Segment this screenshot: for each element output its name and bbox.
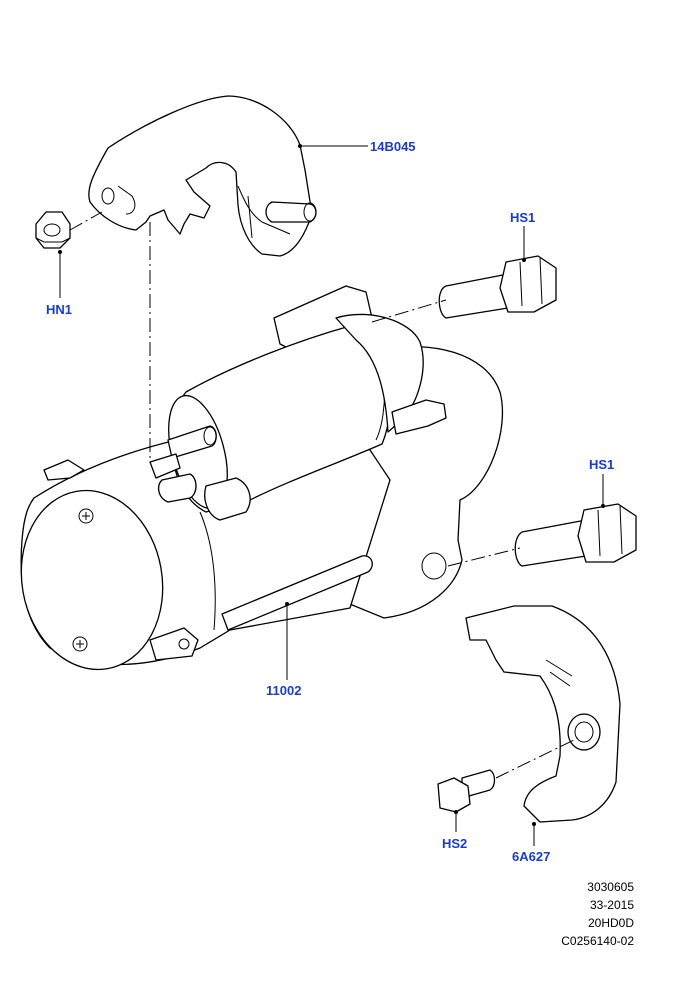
- callout-hs1-lower: HS1: [589, 457, 615, 472]
- reference-line-4: C0256140-02: [561, 934, 634, 948]
- callout-hs1-upper: HS1: [510, 210, 536, 225]
- starter-motor: [20, 285, 504, 671]
- flange-screw: [437, 769, 496, 813]
- upper-bolt: [438, 255, 557, 319]
- leader-lines: [58, 144, 605, 846]
- flange-nut: [35, 211, 71, 249]
- lower-bolt: [514, 503, 637, 567]
- callout-hs2: HS2: [442, 836, 468, 851]
- reference-line-3: 20HD0D: [587, 916, 634, 930]
- drawing-reference: 3030605 33-2015 20HD0D C0256140-02: [561, 878, 634, 950]
- alignment-lines: [69, 211, 579, 779]
- callout-14b045: 14B045: [370, 139, 416, 154]
- callout-hn1: HN1: [46, 302, 73, 317]
- upper-heat-shield: [88, 95, 317, 257]
- reference-line-2: 33-2015: [589, 898, 634, 912]
- callout-6a627: 6A627: [512, 849, 551, 864]
- lower-heat-shield: [465, 605, 621, 823]
- callout-11002: 11002: [266, 683, 302, 698]
- reference-line-1: 3030605: [587, 880, 634, 894]
